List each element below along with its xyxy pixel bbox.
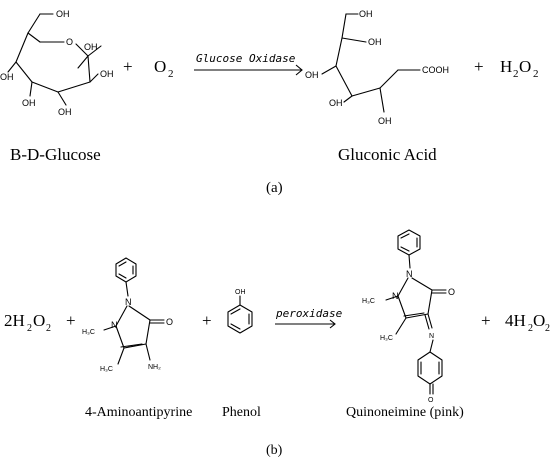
plus-sign: + — [202, 311, 212, 330]
aminoantipyrine-name: 4-Aminoantipyrine — [85, 405, 192, 420]
qi-n-label: N — [406, 269, 413, 279]
gluconic-cooh-label: COOH — [422, 65, 449, 75]
reaction-arrow-a — [194, 64, 303, 76]
quinoneimine-name: Quinoneimine (pink) — [346, 405, 464, 420]
qi-methyl-n-label: H₃C — [362, 298, 375, 305]
plus-sign: + — [66, 311, 76, 330]
phenol-name: Phenol — [222, 405, 261, 420]
gluconic-oh-label: OH — [329, 98, 343, 108]
enzyme-label-peroxidase: peroxidase — [275, 307, 343, 320]
glucose-name: B-D-Glucose — [10, 145, 101, 164]
panel-b: 2H 2 O 2 + N N H₃C — [4, 229, 550, 458]
panel-b-caption: (b) — [266, 443, 283, 458]
gluconic-acid-name: Gluconic Acid — [338, 145, 437, 164]
coef-h: 2H — [4, 311, 25, 330]
reactant-peroxide-formula: 2H 2 O 2 — [4, 311, 51, 334]
qi-n-label: N — [392, 291, 399, 301]
oxygen-subscript: 2 — [168, 68, 174, 80]
gluconic-oh-label: OH — [359, 9, 373, 19]
oxygen-formula: O 2 — [154, 57, 174, 80]
phenol-oh-label: OH — [235, 289, 246, 296]
qi-quinone-o-label: O — [428, 397, 434, 404]
glucose-structure — [7, 13, 102, 106]
glucose-ring-oxygen-label: O — [66, 37, 73, 47]
glucose-oh-label: OH — [100, 69, 114, 79]
coef-h: 4H — [505, 311, 526, 330]
plus-sign: + — [474, 57, 484, 76]
oxygen-symbol: O — [154, 57, 166, 76]
glucose-oh-label: OH — [22, 98, 36, 108]
o-symbol: O — [33, 311, 45, 330]
phenol-structure — [227, 295, 253, 334]
glucose-oh-label: OH — [0, 72, 14, 82]
aap-n-label: N — [111, 320, 118, 330]
glucose-oh-label: OH — [56, 9, 70, 19]
gluconic-oh-label: OH — [368, 37, 382, 47]
h-subscript: 2 — [513, 68, 519, 80]
plus-sign: + — [123, 57, 133, 76]
o-subscript: 2 — [46, 323, 51, 334]
aminoantipyrine-structure — [103, 257, 165, 365]
o-symbol: O — [519, 57, 531, 76]
quinoneimine-structure — [385, 229, 447, 395]
aap-n-label: N — [125, 297, 132, 307]
aap-oxygen-label: O — [166, 317, 173, 327]
panel-a-caption: (a) — [266, 180, 283, 196]
o-subscript: 2 — [545, 323, 550, 334]
qi-oxygen-label: O — [448, 287, 455, 297]
qi-methyl-c-label: H₃C — [380, 335, 393, 342]
o-symbol: O — [533, 311, 545, 330]
glucose-oh-label: OH — [84, 42, 98, 52]
glucose-oh-label: OH — [58, 107, 72, 117]
enzyme-label-glucose-oxidase: Glucose Oxidase — [196, 52, 296, 65]
aap-nh2-label: NH₂ — [148, 364, 161, 371]
hydrogen-peroxide-formula: H 2 O 2 — [500, 57, 539, 80]
h-symbol: H — [500, 57, 512, 76]
h-subscript: 2 — [27, 323, 32, 334]
h-subscript: 2 — [528, 323, 533, 334]
gluconic-oh-label: OH — [305, 70, 319, 80]
panel-a: OH O OH OH OH OH OH B-D-Glucose + O 2 Gl… — [0, 9, 539, 196]
aap-methyl-c-label: H₃C — [100, 366, 113, 373]
reaction-arrow-b — [275, 319, 336, 329]
aap-methyl-n-label: H₃C — [82, 329, 95, 336]
gluconic-acid-structure — [321, 13, 421, 113]
o-subscript: 2 — [533, 68, 539, 80]
product-peroxide-formula: 4H 2 O 2 — [505, 311, 550, 334]
qi-imine-n-label: N — [429, 333, 434, 340]
plus-sign: + — [481, 311, 491, 330]
gluconic-oh-label: OH — [378, 116, 392, 126]
